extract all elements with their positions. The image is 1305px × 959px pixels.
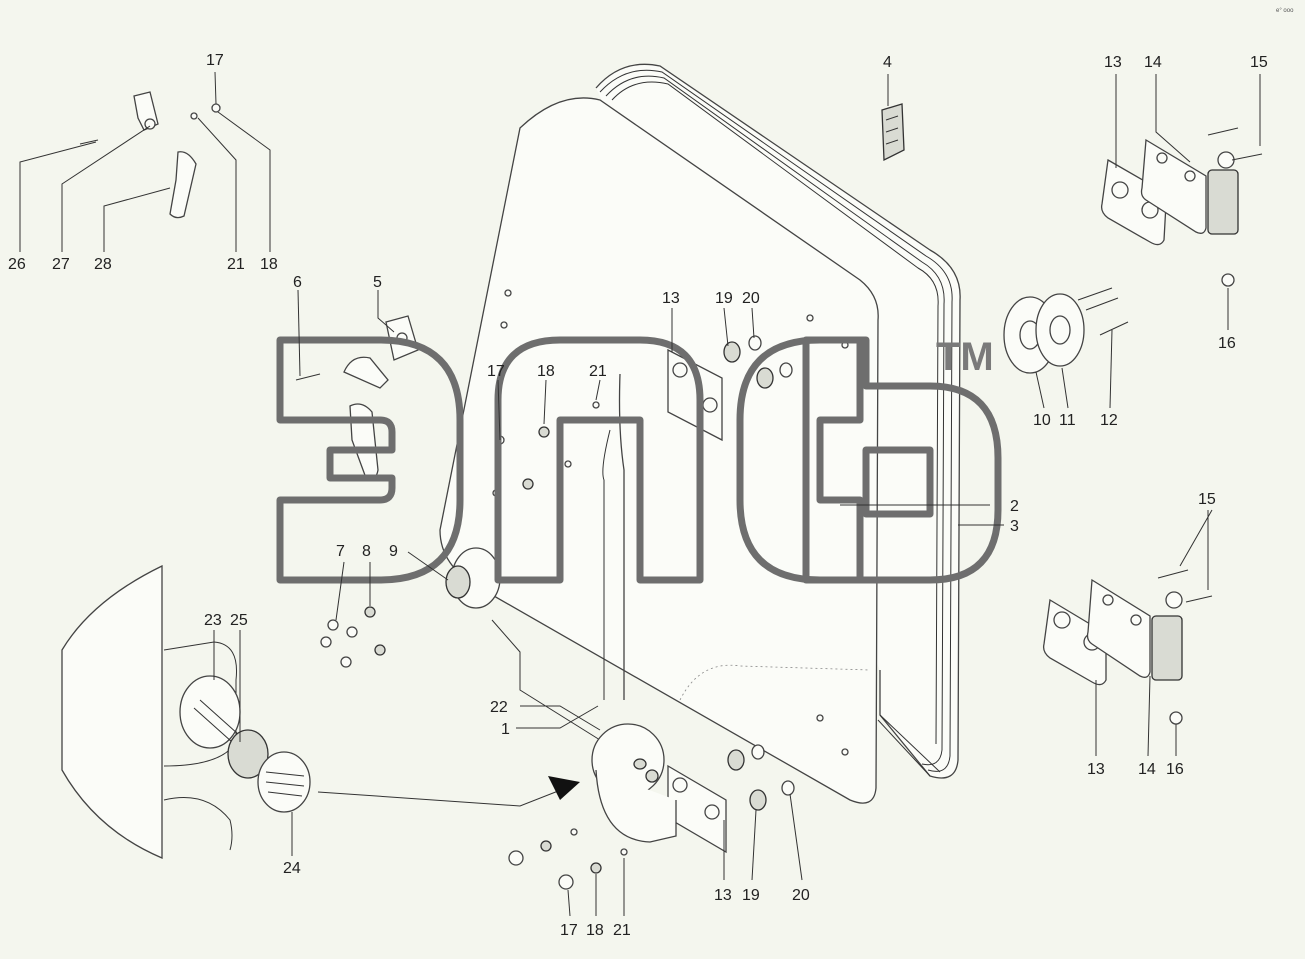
callout-5: 5 [373, 274, 382, 291]
fasteners [320, 401, 628, 890]
callout-21: 21 [613, 922, 631, 939]
callout-22: 22 [490, 699, 508, 716]
callout-11: 11 [1059, 412, 1076, 429]
callout-16: 16 [1218, 335, 1236, 352]
callout-21: 21 [227, 256, 245, 273]
handle-parts [79, 91, 221, 219]
mounting-plate-lower [667, 744, 795, 854]
callout-13: 13 [1087, 761, 1105, 778]
callout-14: 14 [1138, 761, 1156, 778]
callout-4: 4 [883, 54, 892, 71]
callout-10: 10 [1033, 412, 1051, 429]
callout-13: 13 [662, 290, 680, 307]
upper-hinge-assembly [1100, 127, 1263, 287]
callout-25: 25 [230, 612, 248, 629]
callout-16: 16 [1166, 761, 1184, 778]
detail-view [61, 373, 677, 859]
callout-18: 18 [586, 922, 604, 939]
callout-28: 28 [94, 256, 112, 273]
callout-17: 17 [487, 363, 505, 380]
callout-labels: 17 26 27 28 21 18 4 13 14 15 16 6 5 13 1… [8, 52, 1268, 939]
callout-15: 15 [1198, 491, 1216, 508]
callout-18: 18 [537, 363, 555, 380]
callout-13: 13 [1104, 54, 1122, 71]
callout-17: 17 [206, 52, 224, 69]
mounting-plate-upper [667, 335, 793, 442]
callout-6: 6 [293, 274, 302, 291]
lock-cylinder [445, 547, 601, 741]
washer-set [1003, 287, 1129, 374]
callout-8: 8 [362, 543, 371, 560]
callout-21: 21 [589, 363, 607, 380]
callout-23: 23 [204, 612, 222, 629]
callout-13: 13 [714, 887, 732, 904]
callout-3: 3 [1010, 518, 1019, 535]
watermark: TM [276, 335, 1002, 584]
callout-19: 19 [742, 887, 760, 904]
callout-18: 18 [260, 256, 278, 273]
vent-grille [881, 103, 905, 162]
callout-2: 2 [1010, 498, 1019, 515]
callout-19: 19 [715, 290, 733, 307]
callout-15: 15 [1250, 54, 1268, 71]
callout-24: 24 [283, 860, 301, 877]
callout-7: 7 [336, 543, 345, 560]
door-panel [439, 63, 961, 804]
corner-mark: e° ooo [1276, 8, 1294, 14]
lower-hinge-assembly [1042, 569, 1213, 725]
callout-20: 20 [792, 887, 810, 904]
callout-26: 26 [8, 256, 26, 273]
latch-assembly [295, 315, 419, 480]
callout-9: 9 [389, 543, 398, 560]
trademark-mark: TM [936, 335, 994, 379]
callout-27: 27 [52, 256, 70, 273]
callout-20: 20 [742, 290, 760, 307]
callout-17: 17 [560, 922, 578, 939]
leader-lines [19, 71, 1261, 917]
callout-14: 14 [1144, 54, 1162, 71]
callout-1: 1 [501, 721, 510, 738]
callout-12: 12 [1100, 412, 1118, 429]
